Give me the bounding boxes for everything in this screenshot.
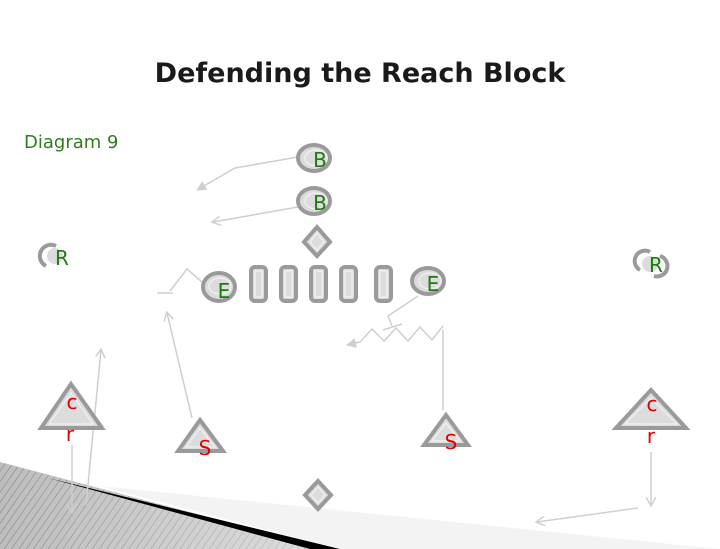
svg-text:S: S <box>199 436 212 460</box>
backer-1-route <box>196 156 299 191</box>
corner-left: c r <box>37 380 106 446</box>
diamond-marker-top <box>301 223 333 259</box>
svg-text:E: E <box>427 272 440 296</box>
linemen <box>249 265 393 303</box>
rover-left: R <box>37 242 69 270</box>
rover-right: R <box>632 248 670 279</box>
backer-2: B <box>296 186 332 216</box>
diamond-marker-bottom <box>302 478 334 512</box>
svg-text:r: r <box>66 422 75 446</box>
svg-text:c: c <box>647 392 658 416</box>
zigzag-route <box>346 325 444 348</box>
end-right-route <box>387 295 419 327</box>
end-left-route <box>169 267 203 292</box>
svg-text:R: R <box>649 253 663 277</box>
safety-right: S <box>420 411 472 454</box>
route-lines <box>72 156 651 522</box>
corner-decoration <box>0 462 720 549</box>
svg-text:R: R <box>55 246 69 270</box>
end-left: E <box>201 271 237 303</box>
backer-2-route <box>213 206 299 222</box>
svg-text:c: c <box>67 390 78 414</box>
svg-text:r: r <box>647 424 656 448</box>
svg-text:E: E <box>218 279 231 303</box>
corner-right-route-across <box>537 507 639 522</box>
backer-1: B <box>296 143 332 173</box>
corner-right: c r <box>611 387 691 448</box>
safety-left: S <box>174 416 227 460</box>
end-right: E <box>410 266 446 296</box>
safety-left-route <box>167 313 193 419</box>
svg-text:B: B <box>313 191 327 215</box>
svg-text:S: S <box>445 430 458 454</box>
diagram-label: Diagram 9 <box>24 132 118 153</box>
svg-text:B: B <box>313 148 327 172</box>
slide-title: Defending the Reach Block <box>155 58 567 89</box>
